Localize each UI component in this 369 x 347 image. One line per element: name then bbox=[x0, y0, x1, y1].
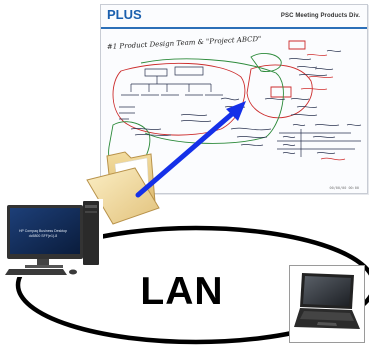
whiteboard-timestamp: 00/00/00 00:00 bbox=[329, 186, 359, 190]
whiteboard-brand: PLUS bbox=[107, 7, 142, 22]
whiteboard-header: PLUS PSC Meeting Products Div. bbox=[101, 5, 367, 29]
desktop-screen-line: dc5800 SFF(e1)-8 bbox=[28, 234, 58, 238]
whiteboard-sketch: #1 Product Design Team & "Project ABCD" bbox=[107, 35, 362, 176]
arrow-icon bbox=[135, 101, 246, 198]
whiteboard-caption: PSC Meeting Products Div. bbox=[280, 13, 360, 19]
desktop-screen-text: HP Compaq Business Desktop dc5800 SFF(e1… bbox=[13, 229, 73, 239]
lan-label: LAN bbox=[140, 270, 224, 313]
desktop-screen-line: HP Compaq Business Desktop bbox=[19, 229, 67, 233]
folder-icon bbox=[86, 151, 160, 225]
laptop-icon bbox=[294, 273, 360, 329]
desktop-computer-icon bbox=[3, 199, 103, 277]
whiteboard-image: PLUS PSC Meeting Products Div. #1 Produc… bbox=[100, 4, 368, 194]
whiteboard-title-note: #1 Product Design Team & "Project ABCD" bbox=[107, 35, 262, 51]
